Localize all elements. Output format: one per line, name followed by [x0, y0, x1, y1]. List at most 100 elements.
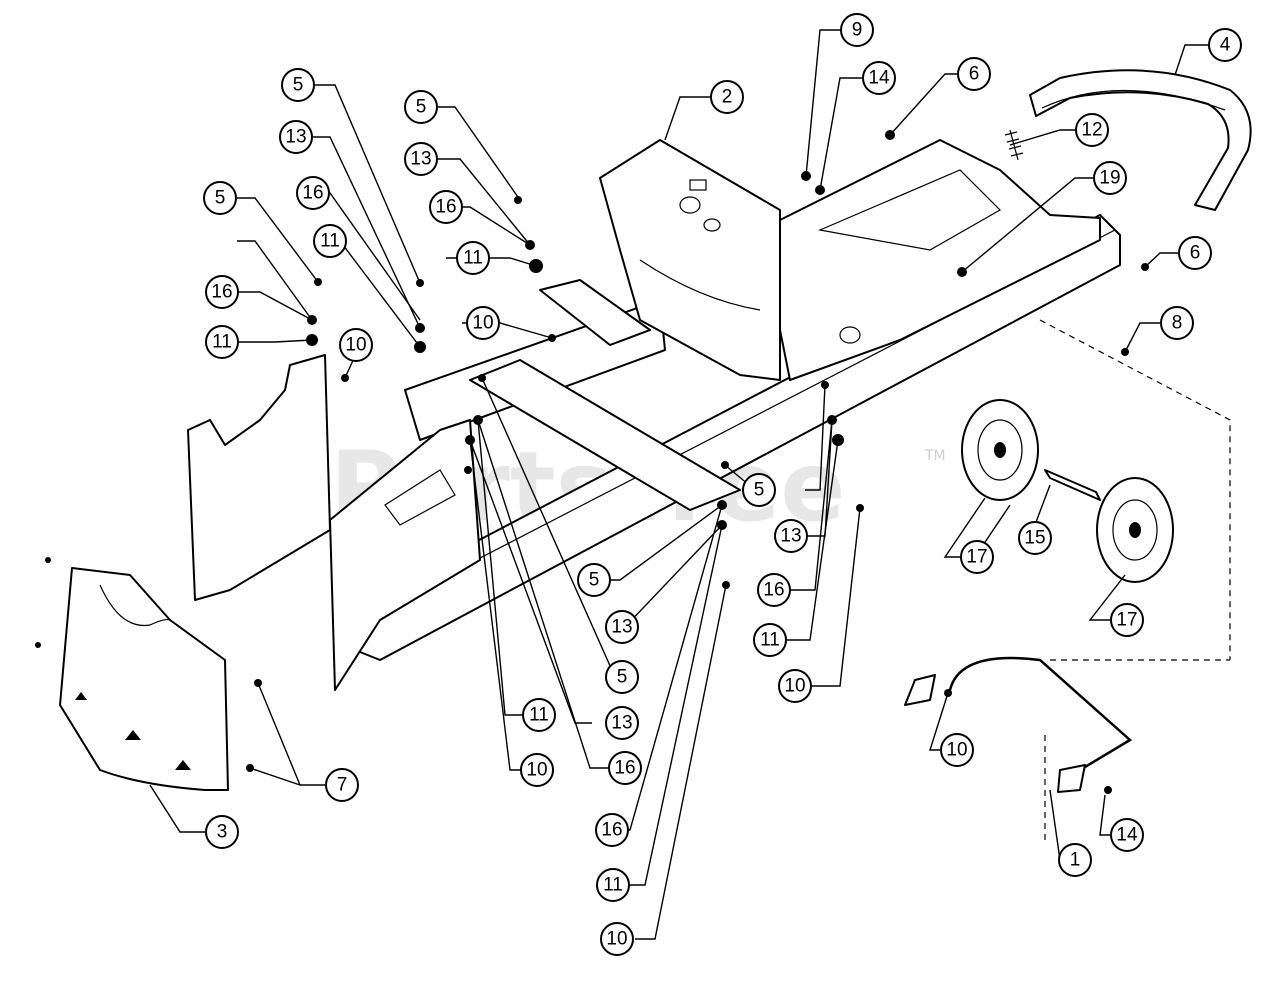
callout-5: 5: [281, 68, 315, 102]
svg-text:13: 13: [780, 526, 801, 547]
svg-text:4: 4: [1220, 35, 1231, 56]
frame-cross-member-front: [469, 359, 741, 511]
frame-cross-member-rear: [539, 279, 651, 346]
svg-text:5: 5: [416, 97, 427, 118]
svg-text:5: 5: [589, 570, 600, 591]
svg-text:10: 10: [526, 760, 547, 781]
svg-text:14: 14: [1116, 825, 1138, 846]
parts-drawing: [35, 69, 1252, 840]
callout-11: 11: [456, 241, 490, 275]
callout-11: 11: [596, 868, 630, 902]
svg-text:16: 16: [763, 580, 784, 601]
callout-13: 13: [404, 142, 438, 176]
svg-text:6: 6: [1190, 243, 1201, 264]
svg-text:16: 16: [601, 820, 622, 841]
svg-text:6: 6: [969, 64, 980, 85]
svg-text:10: 10: [946, 740, 967, 761]
svg-text:11: 11: [760, 630, 780, 651]
svg-text:16: 16: [211, 282, 232, 303]
callout-14: 14: [1110, 818, 1144, 852]
svg-text:2: 2: [722, 87, 733, 108]
callout-5: 5: [742, 473, 776, 507]
callout-16: 16: [429, 190, 463, 224]
idler-pulley-lower: [1096, 477, 1174, 583]
callout-10: 10: [466, 306, 500, 340]
callout-13: 13: [605, 610, 639, 644]
callout-10: 10: [520, 753, 554, 787]
callout-8: 8: [1160, 306, 1194, 340]
svg-text:17: 17: [966, 547, 987, 568]
frame-side-plate: [329, 419, 481, 691]
callout-5: 5: [203, 181, 237, 215]
hardware-fasteners: [35, 130, 1149, 794]
callout-6: 6: [957, 57, 991, 91]
callout-16: 16: [296, 176, 330, 210]
callout-4: 4: [1208, 28, 1242, 62]
idler-pulley-upper: [961, 399, 1039, 501]
callout-13: 13: [774, 519, 808, 553]
svg-text:19: 19: [1099, 168, 1120, 189]
callout-16: 16: [595, 813, 629, 847]
svg-text:16: 16: [302, 183, 323, 204]
callout-13: 13: [279, 120, 313, 154]
svg-text:10: 10: [345, 335, 366, 356]
callout-12: 12: [1075, 113, 1109, 147]
left-side-panel: [187, 354, 331, 601]
front-shroud: [59, 567, 229, 791]
callout-16: 16: [757, 573, 791, 607]
svg-text:11: 11: [320, 231, 340, 252]
svg-text:5: 5: [293, 75, 304, 96]
callout-2: 2: [710, 80, 744, 114]
svg-text:11: 11: [463, 248, 483, 269]
svg-text:13: 13: [285, 127, 306, 148]
callout-10: 10: [600, 922, 634, 956]
callout-11: 11: [205, 325, 239, 359]
svg-text:7: 7: [337, 775, 348, 796]
callout-11: 11: [313, 224, 347, 258]
svg-text:11: 11: [212, 332, 232, 353]
callout-17: 17: [1110, 603, 1144, 637]
callout-19: 19: [1093, 161, 1127, 195]
watermark-trademark: TM: [924, 448, 946, 464]
pulley-shaft: [1044, 469, 1101, 501]
spring: [1004, 129, 1024, 161]
callouts: 1 2 3 4 5 5 5 5 5 5 5 6 6 7 8 9 10 10 10…: [203, 13, 1242, 956]
svg-text:3: 3: [217, 822, 228, 843]
svg-text:9: 9: [852, 20, 863, 41]
callout-11: 11: [753, 623, 787, 657]
callout-17: 17: [960, 540, 994, 574]
svg-text:13: 13: [410, 149, 431, 170]
callout-9: 9: [840, 13, 874, 47]
dash-tower: [599, 139, 781, 381]
callout-16: 16: [608, 751, 642, 785]
callout-5: 5: [404, 90, 438, 124]
callout-10: 10: [940, 733, 974, 767]
callout-6: 6: [1178, 236, 1212, 270]
callout-16: 16: [205, 275, 239, 309]
svg-text:10: 10: [784, 676, 805, 697]
svg-text:11: 11: [603, 875, 623, 896]
callout-10: 10: [339, 328, 373, 362]
engine-mount-box: [779, 139, 1101, 381]
svg-text:16: 16: [435, 197, 456, 218]
callout-3: 3: [205, 815, 239, 849]
callout-13: 13: [605, 706, 639, 740]
callout-5: 5: [605, 660, 639, 694]
callout-7: 7: [325, 768, 359, 802]
svg-text:16: 16: [614, 758, 635, 779]
front-bumper: [1029, 69, 1252, 211]
svg-text:14: 14: [868, 68, 890, 89]
svg-text:13: 13: [611, 713, 632, 734]
svg-text:12: 12: [1081, 120, 1102, 141]
svg-text:8: 8: [1172, 313, 1183, 334]
callout-1: 1: [1058, 843, 1092, 877]
callout-5: 5: [577, 563, 611, 597]
svg-text:17: 17: [1116, 610, 1137, 631]
svg-text:15: 15: [1024, 528, 1045, 549]
svg-text:1: 1: [1070, 850, 1081, 871]
svg-text:5: 5: [617, 667, 628, 688]
svg-text:5: 5: [215, 188, 226, 209]
callout-11: 11: [522, 698, 556, 732]
brake-rod: [948, 656, 1133, 772]
